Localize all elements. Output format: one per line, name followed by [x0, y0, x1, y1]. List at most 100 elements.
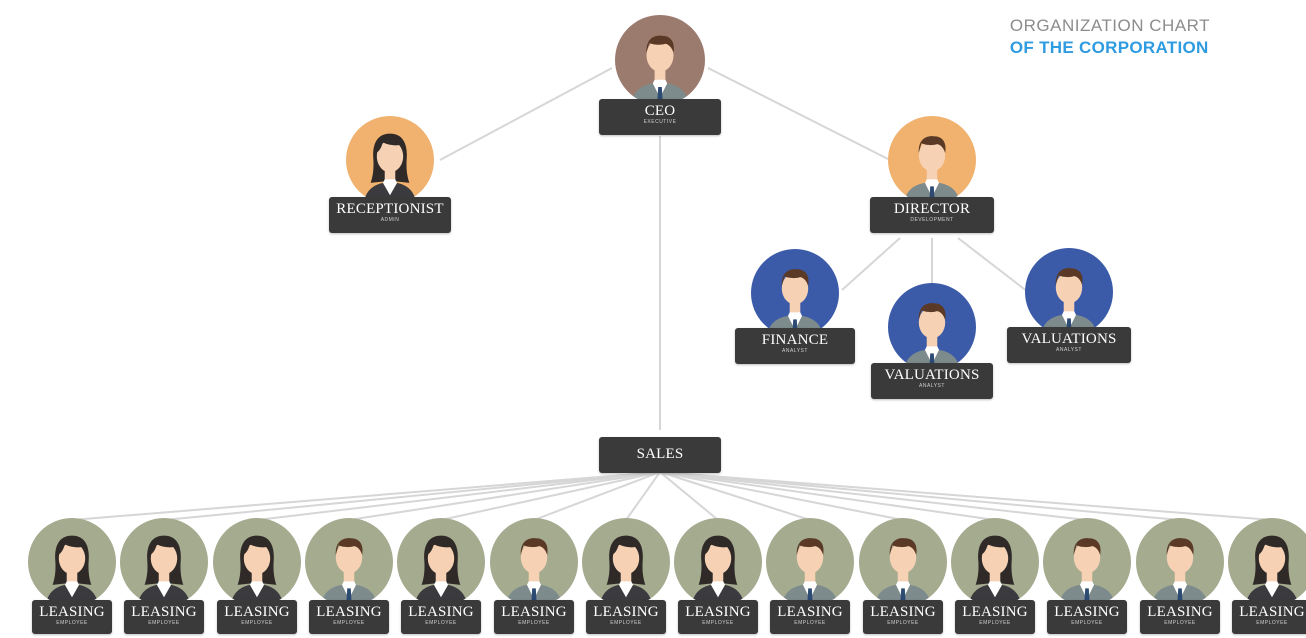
employee-node-subtitle: EMPLOYEE	[610, 620, 642, 626]
employee-node-title: LEASING	[593, 604, 659, 620]
employee-node-subtitle: EMPLOYEE	[56, 620, 88, 626]
employee-node-subtitle: EMPLOYEE	[148, 620, 180, 626]
connector-line	[659, 471, 1273, 521]
employee-node-subtitle: EMPLOYEE	[1256, 620, 1288, 626]
connector-line	[659, 471, 719, 521]
finance-node-subtitle: ANALYST	[782, 348, 808, 354]
connector-line	[439, 67, 613, 161]
header-title: ORGANIZATION CHART	[1009, 16, 1210, 35]
businessman-icon	[1043, 518, 1131, 606]
businessman-icon	[888, 283, 976, 371]
valuations-right-node-title: VALUATIONS	[1021, 331, 1117, 347]
employee-node-title: LEASING	[1239, 604, 1305, 620]
sales-node-label: SALES	[599, 437, 721, 473]
employee-node-title: LEASING	[501, 604, 567, 620]
connector-line	[957, 237, 1029, 293]
employee-node-title: LEASING	[131, 604, 197, 620]
businesswoman-icon	[397, 518, 485, 606]
connector-line	[659, 471, 811, 521]
employee-node-title: LEASING	[1054, 604, 1120, 620]
businessman-icon	[305, 518, 393, 606]
businessman-icon	[859, 518, 947, 606]
employee-node-subtitle: EMPLOYEE	[1071, 620, 1103, 626]
employee-node-subtitle: EMPLOYEE	[702, 620, 734, 626]
connector-line	[163, 471, 661, 521]
connector-line	[533, 471, 661, 521]
businesswoman-icon	[120, 518, 208, 606]
connector-line	[256, 471, 661, 521]
employee-node-title: LEASING	[224, 604, 290, 620]
employee-node-title: LEASING	[870, 604, 936, 620]
connector-line	[659, 471, 1181, 521]
businessman-icon	[1025, 248, 1113, 336]
employee-node-title: LEASING	[685, 604, 751, 620]
businesswoman-icon	[951, 518, 1039, 606]
employee-node-subtitle: EMPLOYEE	[1164, 620, 1196, 626]
valuations-right-node-subtitle: ANALYST	[1056, 347, 1082, 353]
director-node-subtitle: DEVELOPMENT	[910, 217, 954, 223]
connector-line	[625, 471, 661, 521]
connector-line	[659, 471, 1088, 521]
employee-node-subtitle: EMPLOYEE	[794, 620, 826, 626]
businesswoman-icon	[1228, 518, 1306, 606]
connector-line	[71, 471, 661, 521]
businesswoman-icon	[582, 518, 670, 606]
employee-node-title: LEASING	[408, 604, 474, 620]
employee-node-title: LEASING	[962, 604, 1028, 620]
connector-line	[707, 67, 891, 161]
director-node-title: DIRECTOR	[893, 201, 971, 217]
header-subtitle: OF THE CORPORATION	[1009, 38, 1209, 57]
employee-node-subtitle: EMPLOYEE	[518, 620, 550, 626]
employee-node-subtitle: EMPLOYEE	[979, 620, 1011, 626]
employee-node-subtitle: EMPLOYEE	[333, 620, 365, 626]
businessman-icon	[751, 249, 839, 337]
businessman-icon	[766, 518, 854, 606]
ceo-node-title: CEO	[644, 103, 676, 119]
employee-node-title: LEASING	[777, 604, 843, 620]
connector-line	[659, 471, 904, 521]
employee-node-title: LEASING	[1147, 604, 1213, 620]
businesswoman-icon	[346, 116, 434, 204]
businessman-icon	[490, 518, 578, 606]
businessman-icon	[888, 116, 976, 204]
valuations-center-node-subtitle: ANALYST	[919, 383, 945, 389]
businesswoman-icon	[28, 518, 116, 606]
employee-node-subtitle: EMPLOYEE	[887, 620, 919, 626]
chart-header: ORGANIZATION CHART OF THE CORPORATION	[1010, 15, 1210, 59]
employee-node-subtitle: EMPLOYEE	[425, 620, 457, 626]
businesswoman-icon	[213, 518, 301, 606]
businessman-icon	[615, 15, 705, 105]
receptionist-node-title: RECEPTIONIST	[336, 201, 444, 217]
ceo-node-subtitle: EXECUTIVE	[643, 119, 677, 125]
sales-node-title: SALES	[636, 446, 684, 462]
employee-node-title: LEASING	[316, 604, 382, 620]
connector-line	[348, 471, 661, 521]
finance-node-title: FINANCE	[761, 332, 829, 348]
businesswoman-icon	[674, 518, 762, 606]
employee-node-title: LEASING	[39, 604, 105, 620]
connector-line	[841, 237, 901, 291]
connector-line	[440, 471, 661, 521]
businessman-icon	[1136, 518, 1224, 606]
valuations-center-node-title: VALUATIONS	[884, 367, 980, 383]
